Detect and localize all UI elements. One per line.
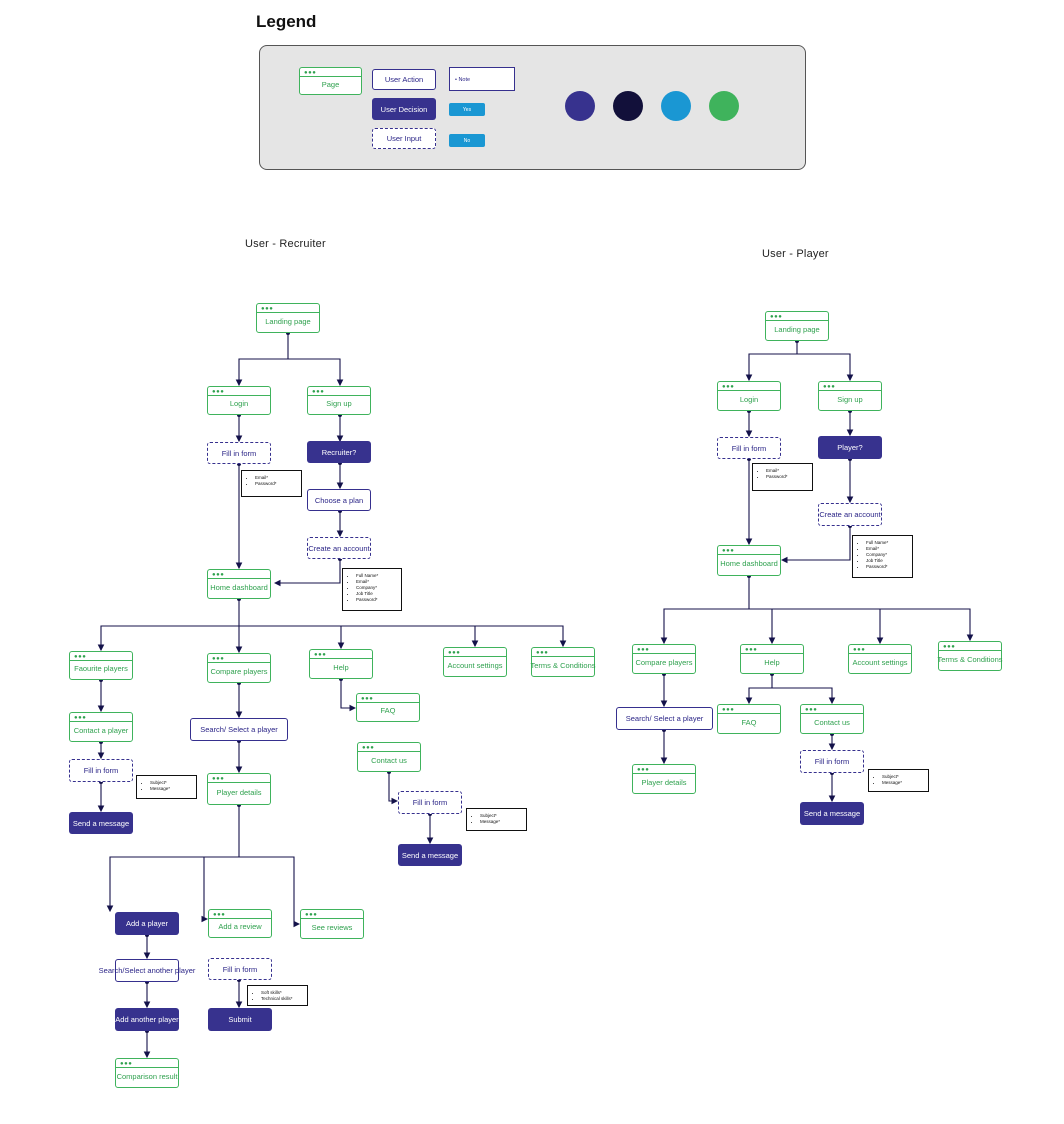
r-landing-page: ●●●Landing page xyxy=(256,303,320,333)
r-add-another-player: Add another player xyxy=(115,1008,179,1031)
p-faq: ●●●FAQ xyxy=(717,704,781,734)
r-review-fill-form: Fill in form xyxy=(208,958,272,980)
note-item: Job Title xyxy=(866,558,912,564)
note-item: Password* xyxy=(766,474,812,480)
p-player-decision: Player? xyxy=(818,436,882,459)
note-item: Message* xyxy=(882,780,928,786)
note-item: Email* xyxy=(766,468,812,474)
note-item: Email* xyxy=(356,579,401,585)
note-item: Full Name* xyxy=(866,540,912,546)
legend-user-decision: User Decision xyxy=(372,98,436,120)
p-home-dashboard: ●●●Home dashboard xyxy=(717,545,781,576)
p-player-details: ●●●Player details xyxy=(632,764,696,794)
note-item: Subject* xyxy=(882,774,928,780)
note-item: Company* xyxy=(356,585,401,591)
r-compare-players: ●●●Compare players xyxy=(207,653,271,683)
r-home-dashboard: ●●●Home dashboard xyxy=(207,569,271,599)
r-contact-us-note: Subject*Message* xyxy=(466,808,527,831)
legend-user-action: User Action xyxy=(372,69,436,90)
player-flow-title: User - Player xyxy=(762,248,829,260)
p-send-message: Send a message xyxy=(800,802,864,825)
window-dots-icon: ●●● xyxy=(304,70,317,76)
legend-page-label: Page xyxy=(321,79,340,89)
p-landing-page: ●●●Landing page xyxy=(765,311,829,341)
r-search-select-another-player: Search/Select another player xyxy=(99,959,195,982)
note-item: Email* xyxy=(866,546,912,552)
p-search-select-player: Search/ Select a player xyxy=(616,707,713,730)
legend-note: • Note xyxy=(449,67,515,91)
legend-title: Legend xyxy=(256,12,317,31)
r-login-fill-form: Fill in form xyxy=(207,442,271,464)
legend-color-swatch-navy xyxy=(613,91,643,121)
r-submit: Submit xyxy=(208,1008,272,1031)
note-item: Message* xyxy=(150,786,196,792)
note-item: Password* xyxy=(866,564,912,570)
p-account-note: Full Name*Email*Company*Job TitlePasswor… xyxy=(852,535,913,578)
r-see-reviews: ●●●See reviews xyxy=(300,909,364,939)
r-add-a-review: ●●●Add a review xyxy=(208,909,272,938)
r-account-note: Full Name*Email*Company*Job TitlePasswor… xyxy=(342,568,402,611)
note-item: Subject* xyxy=(480,813,526,819)
note-item: Full Name* xyxy=(356,573,401,579)
p-create-account: Create an account xyxy=(818,503,882,526)
r-contact-player-fill-form: Fill in form xyxy=(69,759,133,782)
note-item: Email* xyxy=(255,475,301,481)
p-terms-conditions: ●●●Terms & Conditions xyxy=(937,641,1003,671)
r-player-details: ●●●Player details xyxy=(207,773,271,805)
legend-page-node: ●●● Page xyxy=(299,67,362,95)
p-login-note: Email*Password* xyxy=(752,463,813,491)
r-comparison-result: ●●●Comparison result xyxy=(115,1058,179,1088)
r-add-a-player: Add a player xyxy=(115,912,179,935)
note-item: Subject* xyxy=(150,780,196,786)
r-faq: ●●●FAQ xyxy=(356,693,420,722)
note-item: Soft skills* xyxy=(261,990,307,996)
p-login-page: ●●●Login xyxy=(717,381,781,411)
note-item: Job Title xyxy=(356,591,401,597)
r-send-message-2: Send a message xyxy=(398,844,462,866)
legend-color-swatch-green xyxy=(709,91,739,121)
note-item: Technical skills* xyxy=(261,996,307,1002)
r-review-note: Soft skills*Technical skills* xyxy=(247,985,308,1006)
r-favourite-players: ●●●Faourite players xyxy=(69,651,133,680)
note-item: Password* xyxy=(356,597,401,603)
p-contact-fill-form: Fill in form xyxy=(800,750,864,773)
r-choose-plan: Choose a plan xyxy=(307,489,371,511)
r-search-select-player: Search/ Select a player xyxy=(190,718,288,741)
r-recruiter-decision: Recruiter? xyxy=(307,441,371,463)
legend-user-input: User Input xyxy=(372,128,436,149)
r-send-message-1: Send a message xyxy=(69,812,133,834)
p-help: ●●●Help xyxy=(740,644,804,674)
legend-color-swatch-blue xyxy=(661,91,691,121)
recruiter-flow-title: User - Recruiter xyxy=(245,238,326,250)
p-signup-page: ●●●Sign up xyxy=(818,381,882,411)
legend-color-swatch-purple xyxy=(565,91,595,121)
r-login-note: Email*Password* xyxy=(241,470,302,497)
r-signup-page: ●●●Sign up xyxy=(307,386,371,415)
legend-no: No xyxy=(449,134,485,147)
r-account-settings: ●●●Account settings xyxy=(443,647,507,677)
r-terms-conditions: ●●●Terms & Conditions xyxy=(530,647,596,677)
r-contact-us: ●●●Contact us xyxy=(357,742,421,772)
r-contact-a-player: ●●●Contact a player xyxy=(69,712,133,742)
p-compare-players: ●●●Compare players xyxy=(632,644,696,674)
legend-yes: Yes xyxy=(449,103,485,116)
note-item: Password* xyxy=(255,481,301,487)
p-contact-note: Subject*Message* xyxy=(868,769,929,792)
r-create-account: Create an account xyxy=(307,537,371,559)
p-account-settings: ●●●Account settings xyxy=(848,644,912,674)
note-item: Company* xyxy=(866,552,912,558)
r-contact-us-fill-form: Fill in form xyxy=(398,791,462,814)
r-login-page: ●●●Login xyxy=(207,386,271,415)
r-contact-player-note: Subject*Message* xyxy=(136,775,197,799)
note-item: Message* xyxy=(480,819,526,825)
p-login-fill-form: Fill in form xyxy=(717,437,781,459)
r-help: ●●●Help xyxy=(309,649,373,679)
p-contact-us: ●●●Contact us xyxy=(800,704,864,734)
